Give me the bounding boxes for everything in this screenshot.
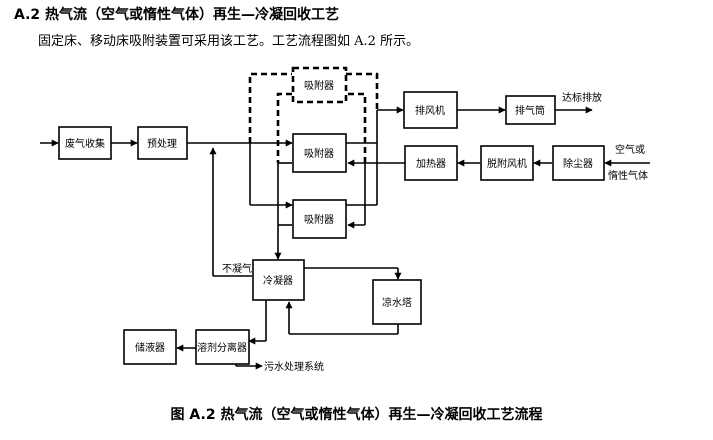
flow-lines [40, 72, 650, 370]
node-adsorber-mid: 吸附器 [292, 133, 347, 173]
node-adsorber-top: 吸附器 [291, 66, 348, 104]
adsorber-top-label: 吸附器 [304, 79, 334, 92]
desorption-fan-label: 脱附风机 [487, 157, 527, 170]
non-condensable-label: 不凝气 [222, 262, 252, 275]
node-waste-gas-collection: 废气收集 [58, 126, 112, 160]
solvent-separator-label: 溶剂分离器 [197, 341, 247, 354]
section-heading: A.2 热气流（空气或惰性气体）再生—冷凝回收工艺 [14, 7, 340, 23]
top-adsorber-outlet-dashed [346, 72, 379, 110]
adsorber-bottom-label: 吸附器 [304, 213, 334, 226]
node-liquid-storage: 储液器 [123, 329, 177, 365]
top-adsorber-inlet-dashed [248, 72, 292, 143]
air-or-label: 空气或 [615, 143, 645, 156]
node-exhaust-stack: 排气筒 [505, 95, 556, 125]
node-exhaust-fan: 排风机 [403, 91, 458, 129]
pretreatment-label: 预处理 [147, 138, 177, 150]
inert-gas-label: 惰性气体 [608, 169, 648, 182]
node-solvent-separator: 溶剂分离器 [195, 329, 250, 365]
cooling-tower-label: 凉水塔 [382, 296, 412, 309]
heater-label: 加热器 [416, 157, 446, 170]
exhaust-stack-label: 排气筒 [515, 104, 545, 117]
node-adsorber-bottom: 吸附器 [292, 199, 347, 239]
exhaust-fan-label: 排风机 [415, 104, 445, 117]
figure-caption: 图 A.2 热气流（空气或惰性气体）再生—冷凝回收工艺流程 [170, 407, 543, 423]
node-dust-remover: 除尘器 [552, 145, 605, 181]
adsorber-mid-label: 吸附器 [304, 147, 334, 160]
top-adsorber-hotgas-dashed [346, 92, 367, 163]
intro-text: 固定床、移动床吸附装置可采用该工艺。工艺流程图如 A.2 所示。 [38, 34, 420, 49]
compliant-discharge-label: 达标排放 [562, 91, 602, 104]
waste-gas-collection-label: 废气收集 [65, 137, 105, 150]
top-adsorber-desorb-dashed [276, 92, 292, 163]
node-cooling-tower: 凉水塔 [372, 279, 422, 325]
node-condenser: 冷凝器 [252, 259, 305, 301]
node-heater: 加热器 [404, 145, 458, 181]
dust-remover-label: 除尘器 [563, 157, 593, 170]
condenser-label: 冷凝器 [263, 274, 293, 287]
node-pretreatment: 预处理 [137, 126, 188, 160]
liquid-storage-label: 储液器 [135, 341, 165, 354]
node-desorption-fan: 脱附风机 [480, 145, 534, 181]
wastewater-label: 污水处理系统 [264, 360, 324, 373]
